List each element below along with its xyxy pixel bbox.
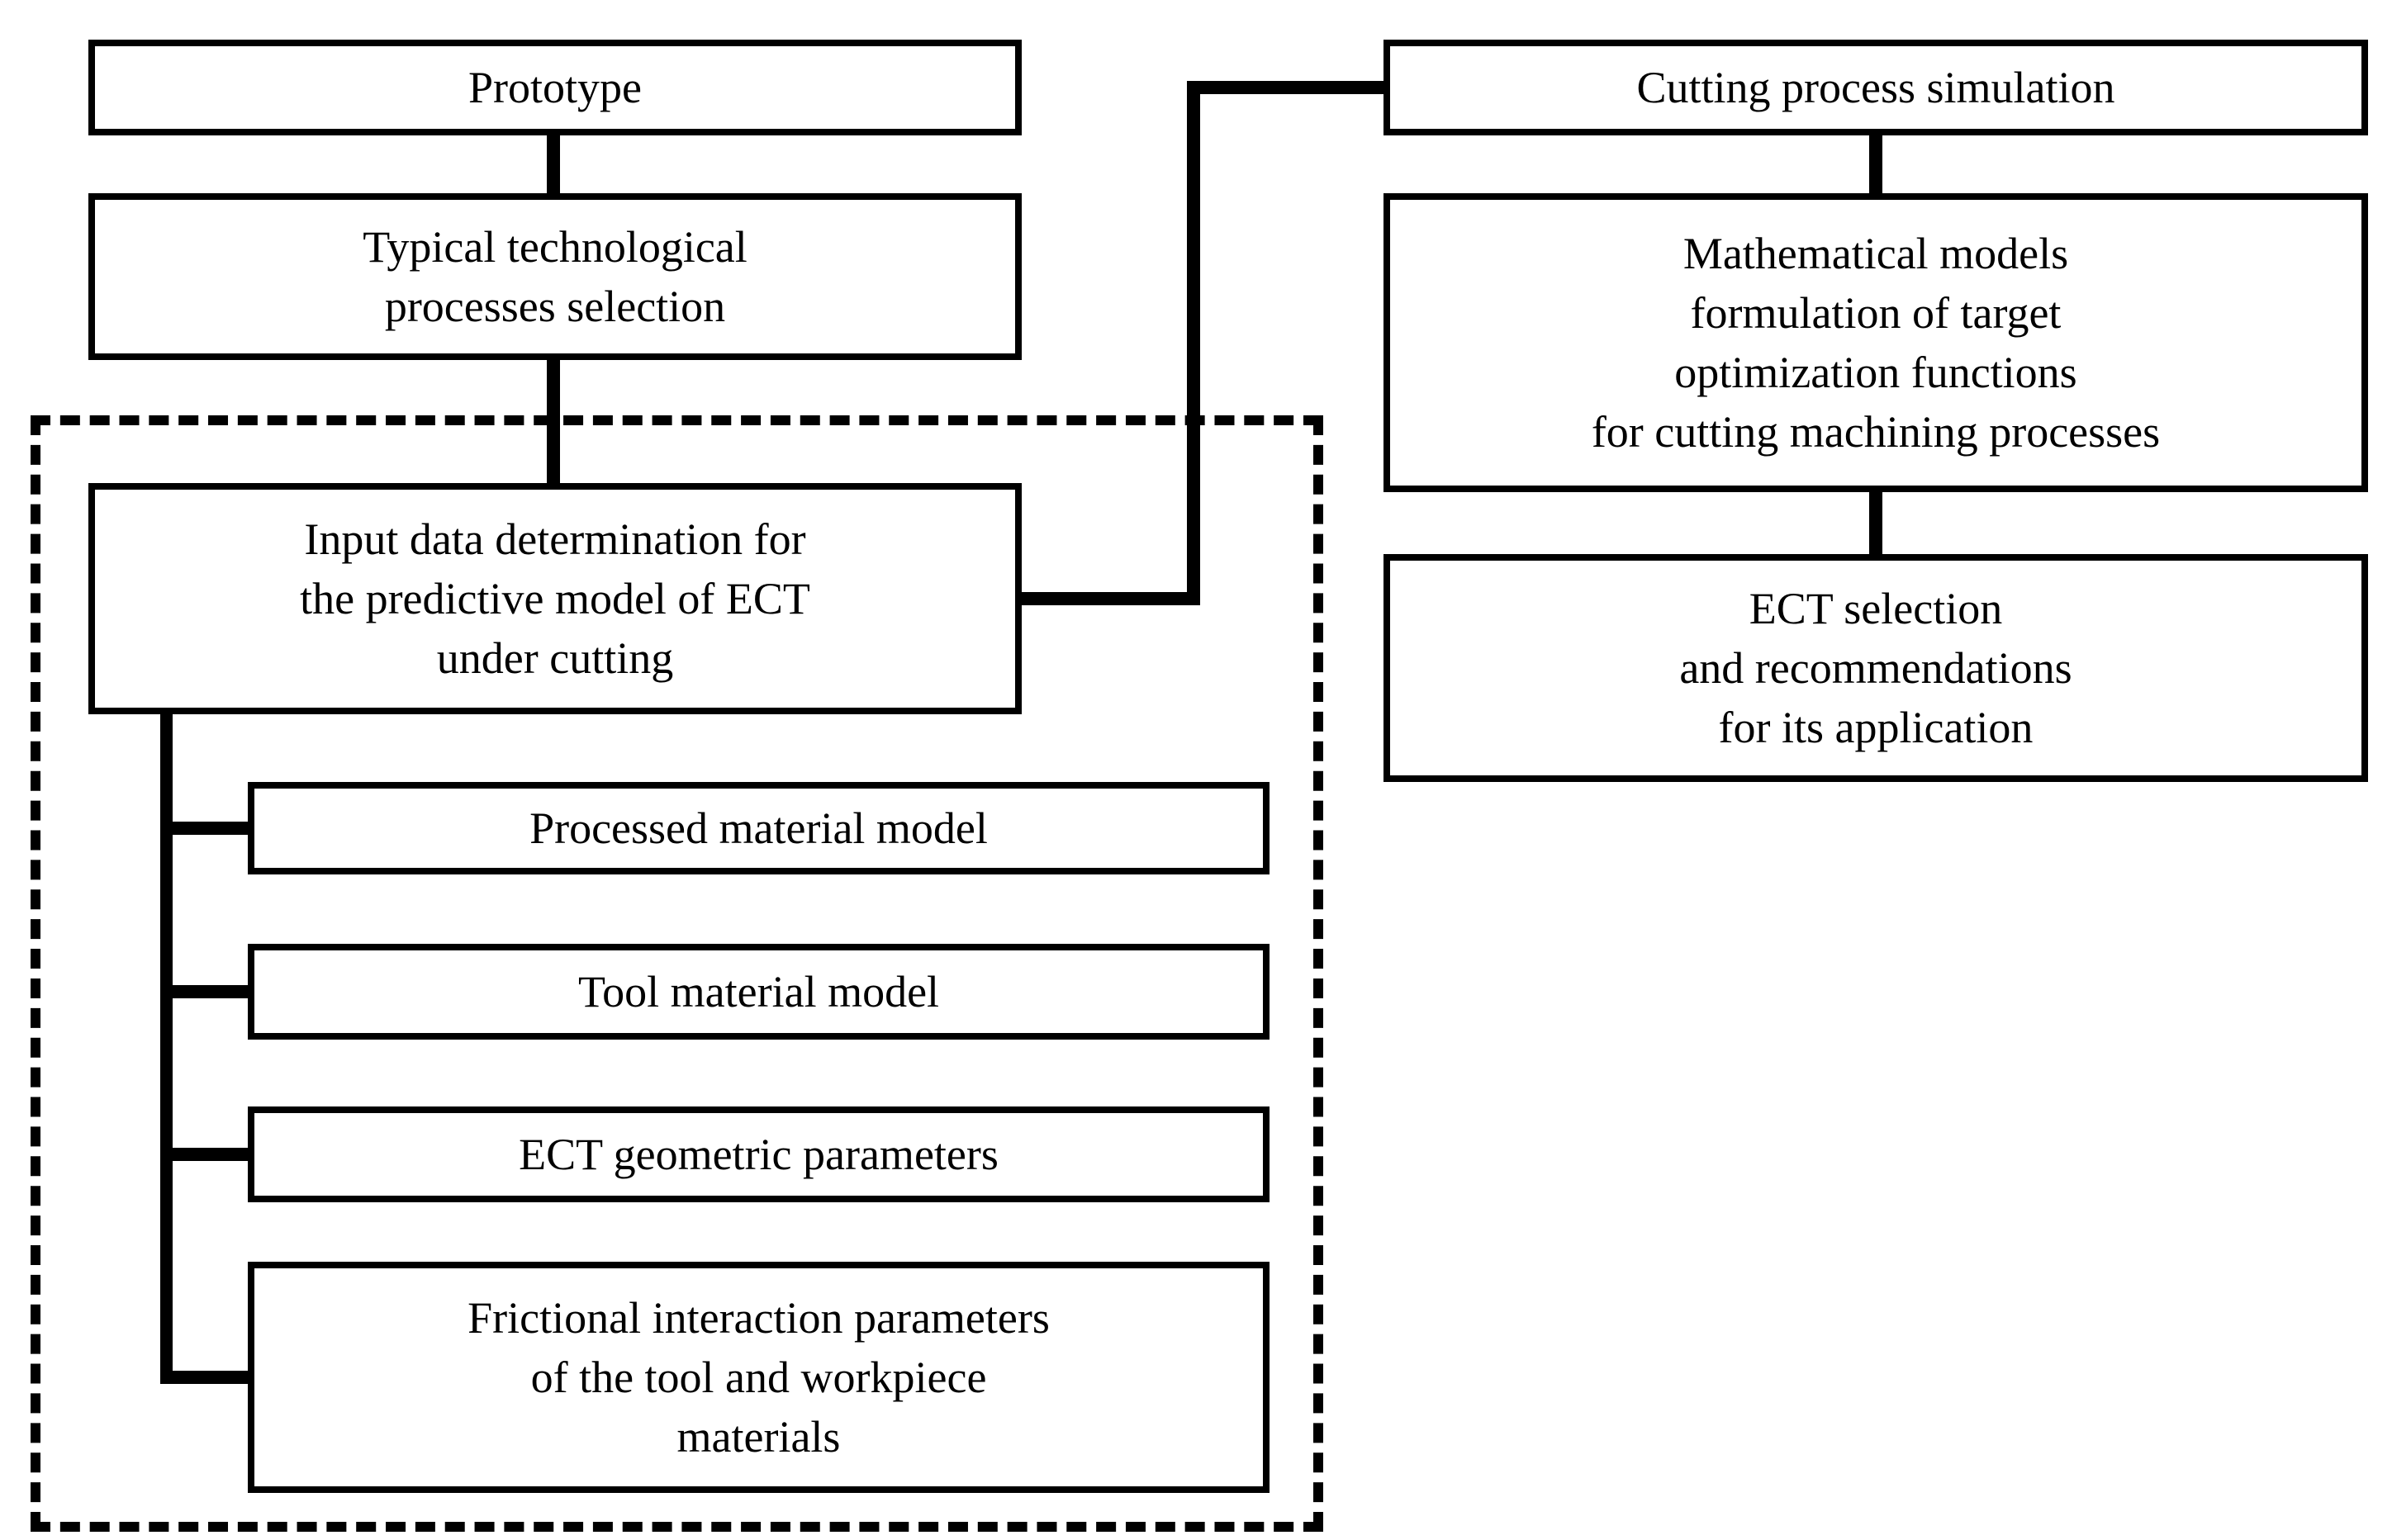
node-processed-label: Processed material model bbox=[529, 803, 988, 853]
node-mathematical-models: Mathematical models formulation of targe… bbox=[1383, 193, 2368, 492]
connector-prototype-typical bbox=[547, 132, 560, 198]
connector-elbow-top-horizontal bbox=[1187, 81, 1388, 94]
node-typical-label: Typical technological processes selectio… bbox=[363, 222, 748, 331]
node-processed-material-model: Processed material model bbox=[248, 782, 1270, 874]
node-ectgeo-label: ECT geometric parameters bbox=[519, 1130, 999, 1179]
node-prototype-label: Prototype bbox=[468, 63, 642, 112]
node-ect-geometric-parameters: ECT geometric parameters bbox=[248, 1106, 1270, 1202]
node-tool-label: Tool material model bbox=[577, 967, 940, 1016]
connector-stub-tool bbox=[160, 985, 251, 998]
connector-stub-processed bbox=[160, 822, 251, 835]
connector-elbow-vertical bbox=[1187, 81, 1200, 605]
connector-stub-ect-geometric bbox=[160, 1148, 251, 1161]
connector-typical-input bbox=[547, 357, 560, 487]
node-input-label: Input data determination for the predict… bbox=[300, 514, 810, 683]
dashed-group-border bbox=[31, 415, 1323, 1532]
node-prototype: Prototype bbox=[88, 40, 1022, 135]
node-frictional-label: Frictional interaction parameters of the… bbox=[467, 1293, 1050, 1462]
node-cutting-label: Cutting process simulation bbox=[1636, 63, 2115, 112]
node-tool-material-model: Tool material model bbox=[248, 944, 1270, 1040]
connector-trunk-vertical bbox=[160, 711, 173, 1384]
node-typical-processes-selection: Typical technological processes selectio… bbox=[88, 193, 1022, 360]
node-ect-selection-recommendations: ECT selection and recommendations for it… bbox=[1383, 554, 2368, 782]
node-ectsel-label: ECT selection and recommendations for it… bbox=[1679, 584, 2072, 752]
connector-math-ectselection bbox=[1869, 489, 1882, 558]
connector-input-elbow-horizontal bbox=[1022, 592, 1200, 605]
connector-cutting-math bbox=[1869, 132, 1882, 198]
node-input-data-determination: Input data determination for the predict… bbox=[88, 483, 1022, 714]
node-cutting-process-simulation: Cutting process simulation bbox=[1383, 40, 2368, 135]
node-frictional-interaction-parameters: Frictional interaction parameters of the… bbox=[248, 1262, 1270, 1493]
connector-stub-frictional bbox=[160, 1371, 251, 1384]
node-math-label: Mathematical models formulation of targe… bbox=[1591, 229, 2161, 457]
